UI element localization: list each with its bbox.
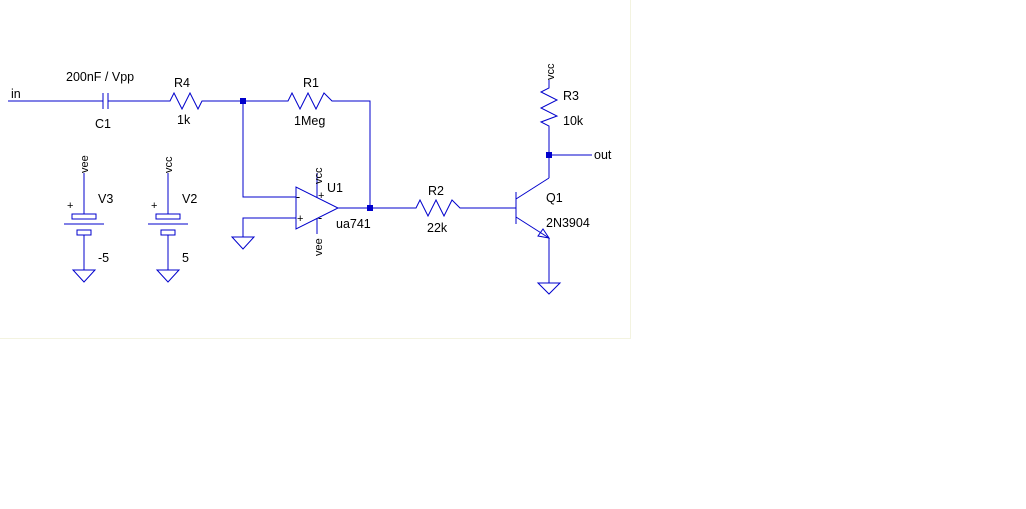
schematic-canvas[interactable] [0, 0, 631, 339]
r4-value: 1k [177, 113, 191, 127]
u1-ref: U1 [327, 181, 343, 195]
u1-value: ua741 [336, 217, 371, 231]
v3-plus: + [67, 200, 73, 212]
r3-ref: R3 [563, 89, 579, 103]
r1-value: 1Meg [294, 114, 325, 128]
resistor-r1[interactable] [243, 91, 371, 208]
opamp-vcc-pin: + [318, 190, 324, 202]
net-label-out: out [594, 148, 612, 162]
r3-value: 10k [563, 114, 584, 128]
transistor-q1[interactable] [515, 155, 551, 283]
capacitor-c1[interactable] [98, 93, 166, 109]
resistor-r3[interactable] [539, 80, 559, 155]
c1-value: 200nF / Vpp [66, 70, 134, 84]
wire-inverting-input [242, 101, 296, 198]
v2-ref: V2 [182, 192, 197, 206]
resistor-r2[interactable] [370, 198, 516, 218]
opamp-minus-pin: - [296, 190, 300, 204]
voltage-source-v2[interactable] [148, 173, 188, 270]
v2-plus: + [151, 200, 157, 212]
r4-ref: R4 [174, 76, 190, 90]
voltage-source-v3[interactable] [64, 173, 104, 270]
v2-value: 5 [182, 251, 189, 265]
ground-icon [536, 282, 562, 295]
opamp-vee-label: vee [313, 238, 325, 256]
r1-ref: R1 [303, 76, 319, 90]
wire-noninverting-input [242, 217, 296, 237]
v3-vee-label: vee [79, 155, 91, 173]
net-label-in: in [11, 87, 21, 101]
ground-icon [155, 269, 181, 283]
resistor-r4[interactable] [166, 91, 243, 111]
opamp-vee-pin: - [318, 211, 322, 225]
opamp-vcc-label: vcc [313, 167, 325, 184]
opamp-plus-pin: + [297, 213, 303, 225]
v3-ref: V3 [98, 192, 113, 206]
opamp-u1[interactable] [295, 173, 370, 234]
q1-value: 2N3904 [546, 216, 590, 230]
r2-value: 22k [427, 221, 448, 235]
ground-icon [71, 269, 97, 283]
c1-ref: C1 [95, 117, 111, 131]
r3-vcc-label: vcc [545, 63, 557, 80]
r2-ref: R2 [428, 184, 444, 198]
ground-icon [230, 236, 256, 250]
v3-value: -5 [98, 251, 109, 265]
v2-vcc-label: vcc [163, 156, 175, 173]
q1-ref: Q1 [546, 191, 563, 205]
